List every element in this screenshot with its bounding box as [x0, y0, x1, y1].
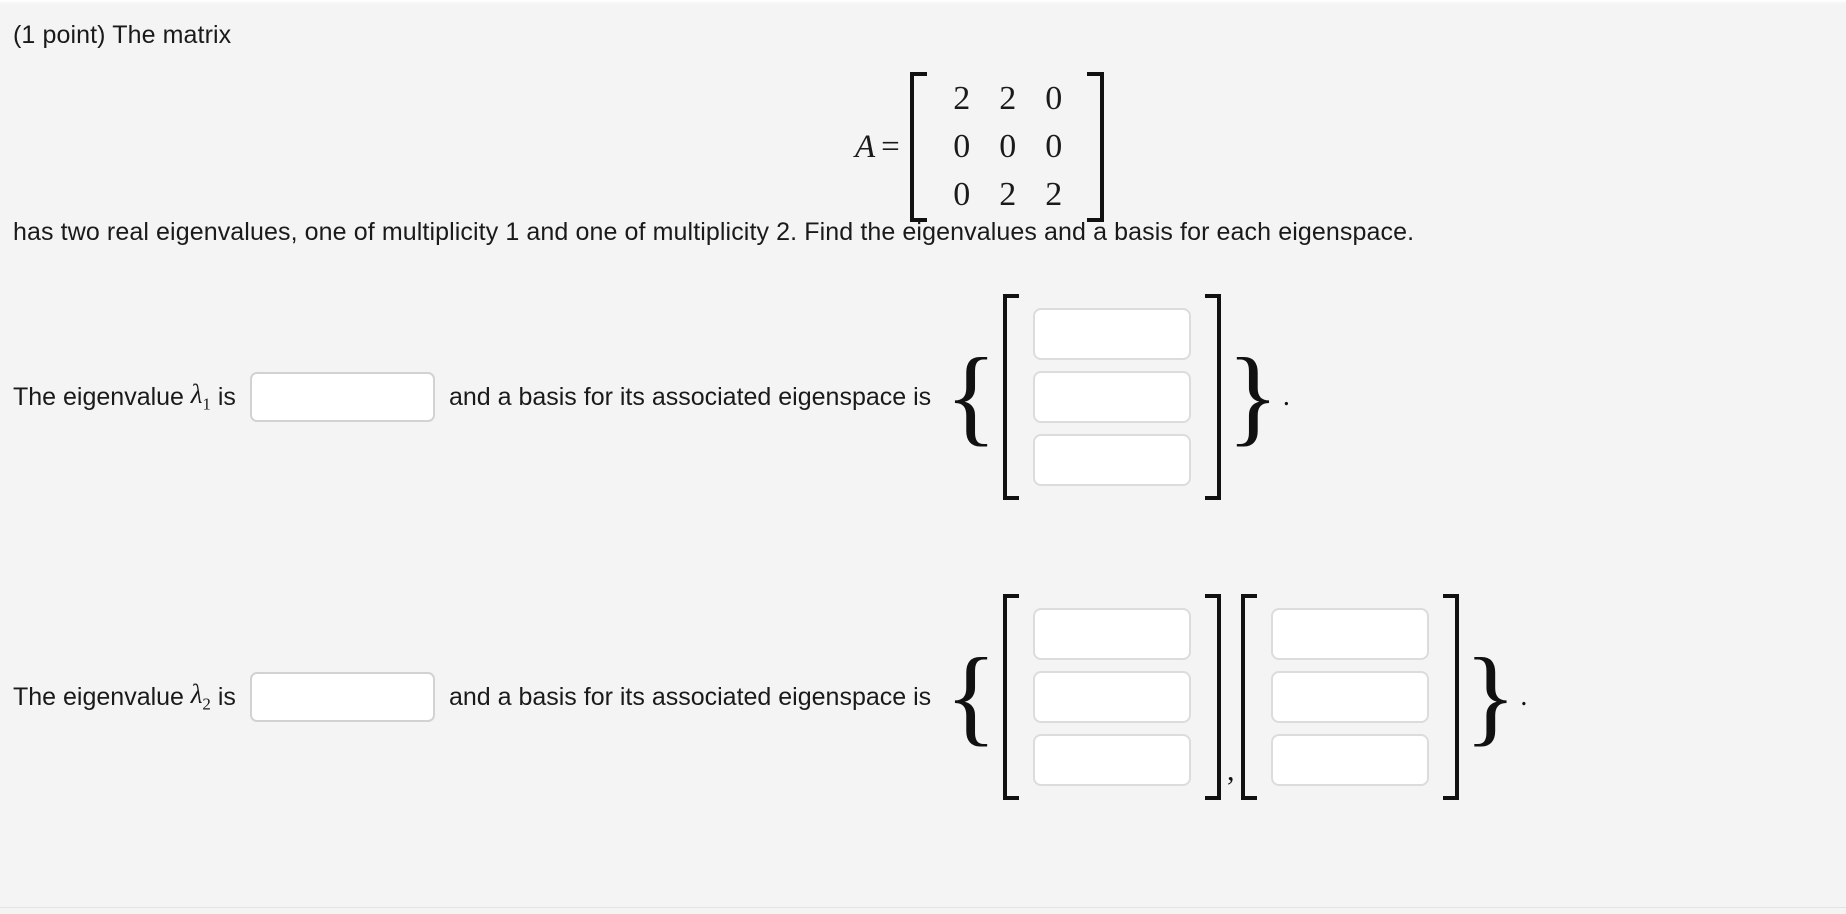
- matrix-cell: 0: [1045, 128, 1063, 165]
- top-divider: [0, 0, 1846, 4]
- bottom-divider: [0, 907, 1846, 908]
- vector-cells: [1019, 294, 1205, 500]
- matrix-equation: A = 2 2 0 0 0 0 0 2 2: [855, 72, 1104, 222]
- eigen-2-vector-2-cell-3[interactable]: [1270, 734, 1429, 786]
- eigen-1-vector-1-cell-3[interactable]: [1033, 434, 1192, 486]
- matrix-cell: 2: [999, 80, 1017, 117]
- vector-right-bracket: [1205, 294, 1222, 500]
- eigen-2-vector-2-cell-1[interactable]: [1270, 608, 1429, 660]
- eigen-2-vector-1-cell-2[interactable]: [1033, 671, 1192, 723]
- vector-left-bracket: [1003, 594, 1020, 800]
- eigen-1-basis-set: { } .: [945, 294, 1290, 500]
- matrix-cell: 0: [999, 128, 1017, 165]
- matrix-cell: 0: [953, 176, 971, 213]
- eigenvalue-2-input[interactable]: [249, 672, 435, 722]
- eigen-2-basis-set: { , } .: [945, 594, 1527, 800]
- vector-right-bracket: [1205, 594, 1222, 800]
- points-and-intro-text: (1 point) The matrix: [13, 21, 232, 49]
- eigen-1-close-brace: }: [1227, 337, 1279, 457]
- eigen-2-vector-2: [1240, 594, 1459, 800]
- matrix-cell: 2: [999, 176, 1017, 213]
- eigen-2-vector-1-cell-3[interactable]: [1033, 734, 1192, 786]
- eigen-1-open-brace: {: [945, 337, 998, 457]
- eigen-2-lead-label: The eigenvalue: [13, 682, 184, 711]
- eigen-1-vector-1-cell-1[interactable]: [1033, 308, 1192, 360]
- problem-description: has two real eigenvalues, one of multipl…: [13, 218, 1415, 246]
- eigen-1-is-label: is: [217, 382, 236, 411]
- vector-left-bracket: [1003, 294, 1020, 500]
- matrix-name-label: A: [855, 128, 876, 165]
- vector-cells: [1257, 594, 1443, 800]
- eigen-2-is-label: is: [217, 682, 236, 711]
- vector-cells: [1019, 594, 1205, 800]
- eigen-2-vector-1-cell-1[interactable]: [1033, 608, 1192, 660]
- eigen-1-lead-label: The eigenvalue: [13, 382, 184, 411]
- matrix-left-bracket: [909, 72, 927, 222]
- eigen-2-vector-1: [1003, 594, 1222, 800]
- matrix-cell: 2: [1045, 176, 1063, 213]
- matrix-cell: 2: [953, 80, 971, 117]
- eigen-2-vector-separator: ,: [1227, 754, 1235, 787]
- matrix-cell: 0: [953, 128, 971, 165]
- lambda-1-symbol: λ1: [190, 379, 211, 414]
- eigen-1-vector-1: [1003, 294, 1222, 500]
- eigen-2-vector-2-cell-2[interactable]: [1270, 671, 1429, 723]
- eigen-1-basis-label: and a basis for its associated eigenspac…: [448, 382, 932, 411]
- eigen-2-close-brace: }: [1464, 637, 1517, 757]
- matrix-grid: 2 2 0 0 0 0 0 2 2: [927, 72, 1087, 222]
- eigenvalue-1-input[interactable]: [249, 372, 435, 422]
- eigen-2-basis-label: and a basis for its associated eigenspac…: [448, 682, 932, 711]
- matrix-cell: 0: [1045, 80, 1063, 117]
- vector-right-bracket: [1442, 594, 1459, 800]
- lambda-2-symbol: λ2: [190, 679, 211, 714]
- eigen-2-open-brace: {: [945, 637, 998, 757]
- eigen-1-trailing-period: .: [1282, 381, 1290, 412]
- matrix-right-bracket: [1086, 72, 1104, 222]
- vector-left-bracket: [1240, 594, 1257, 800]
- eigen-2-trailing-period: .: [1520, 681, 1528, 712]
- equals-sign: =: [881, 128, 900, 165]
- eigen-1-vector-1-cell-2[interactable]: [1033, 371, 1192, 423]
